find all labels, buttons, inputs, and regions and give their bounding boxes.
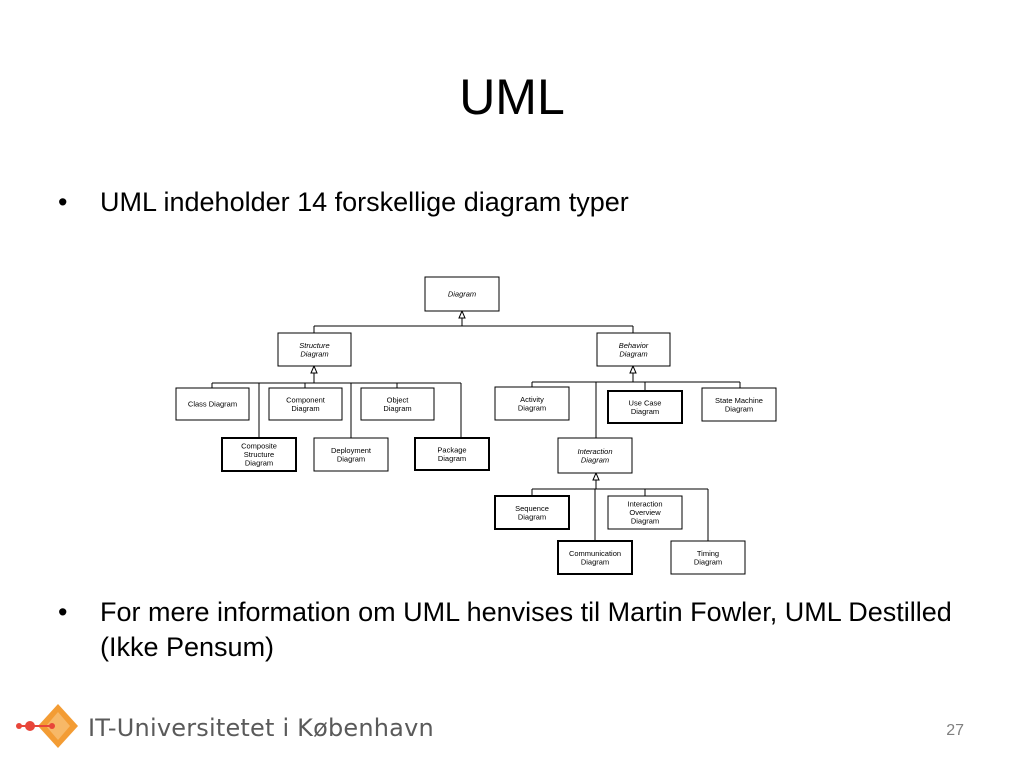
node-box [313,437,389,472]
node-box [175,387,250,421]
node-label: Activity [520,395,544,404]
node-label: Package [437,445,466,454]
node-label: Component [286,395,326,404]
node-label: Communication [569,549,621,558]
page-number: 27 [946,722,964,739]
node-label: Behavior [619,341,649,350]
node-label: Diagram [725,404,753,413]
node-box [494,495,570,530]
node-label: Diagram [337,454,365,463]
node-label: Deployment [331,446,372,455]
node-box [701,387,777,422]
node-label: Use Case [629,398,662,407]
generalization-arrow [592,471,600,481]
node-label: Timing [697,549,719,558]
diagram-nodes: DiagramStructureDiagramBehaviorDiagramCl… [175,276,777,575]
node-label: Diagram [581,455,609,464]
node-box [424,276,500,312]
node-box [360,387,435,421]
node-label: Diagram [631,407,659,416]
itu-diamond-logo-icon [12,702,82,757]
node-label: Diagram [631,517,659,526]
node-box [557,437,633,474]
diagram-node-class: Class Diagram [175,387,250,421]
node-box [607,495,683,530]
node-box [494,386,570,421]
node-label: Diagram [694,557,722,566]
node-box [596,332,671,367]
generalization-arrow [629,364,637,374]
node-box [607,390,683,424]
generalization-arrow [310,364,318,374]
node-label: Composite [241,442,277,451]
node-label: Diagram [448,290,476,299]
bullet-marker: • [58,597,68,627]
node-label: Object [387,395,410,404]
bullet-marker: • [58,187,68,217]
node-label: Diagram [518,512,546,521]
node-label: Overview [629,508,661,517]
node-label: Sequence [515,504,549,513]
node-box [414,437,490,471]
node-label: State Machine [715,396,763,405]
node-label: Interaction [627,500,662,509]
node-label: Diagram [619,349,647,358]
node-box [557,540,633,575]
node-label: Class Diagram [188,400,237,409]
node-label: Diagram [518,403,546,412]
node-label: Diagram [383,404,411,413]
bullet-text: UML indeholder 14 forskellige diagram ty… [100,187,629,217]
bullet-text: For mere information om UML henvises til… [100,597,952,662]
diagram-node-diagram: Diagram [424,276,500,312]
slide-title: UML [459,69,565,125]
footer-org-name: IT-Universitetet i København [88,714,434,742]
node-label: Diagram [438,454,466,463]
node-label: Diagram [581,557,609,566]
node-label: Interaction [577,447,612,456]
generalization-arrow [458,309,466,319]
node-label: Structure [244,450,274,459]
node-box [277,332,352,367]
diagram-connectors [211,309,741,541]
node-label: Diagram [291,404,319,413]
node-label: Diagram [300,349,328,358]
node-box [670,540,746,575]
node-label: Diagram [245,459,273,468]
node-box [221,437,297,472]
node-label: Structure [299,341,329,350]
node-box [268,387,343,421]
